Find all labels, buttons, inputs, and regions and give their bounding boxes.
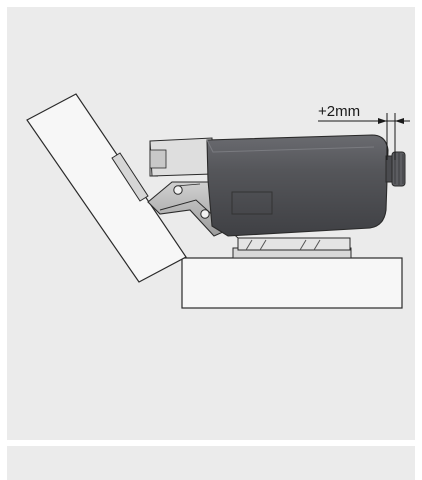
- dimension-annotation: +2mm: [318, 103, 410, 160]
- pivot-pin: [173, 185, 183, 195]
- hinge-cup: [111, 152, 149, 202]
- cabinet-side-panel: [181, 257, 403, 309]
- guide-rail: [149, 137, 213, 177]
- mounting-plate: [232, 237, 352, 259]
- door-panel: [26, 93, 187, 283]
- pivot-pin: [200, 209, 210, 219]
- dimension-label: +2mm: [318, 103, 360, 120]
- adjustment-knob[interactable]: [385, 151, 406, 187]
- caption-panel: [7, 446, 415, 480]
- damper-housing: [206, 134, 389, 237]
